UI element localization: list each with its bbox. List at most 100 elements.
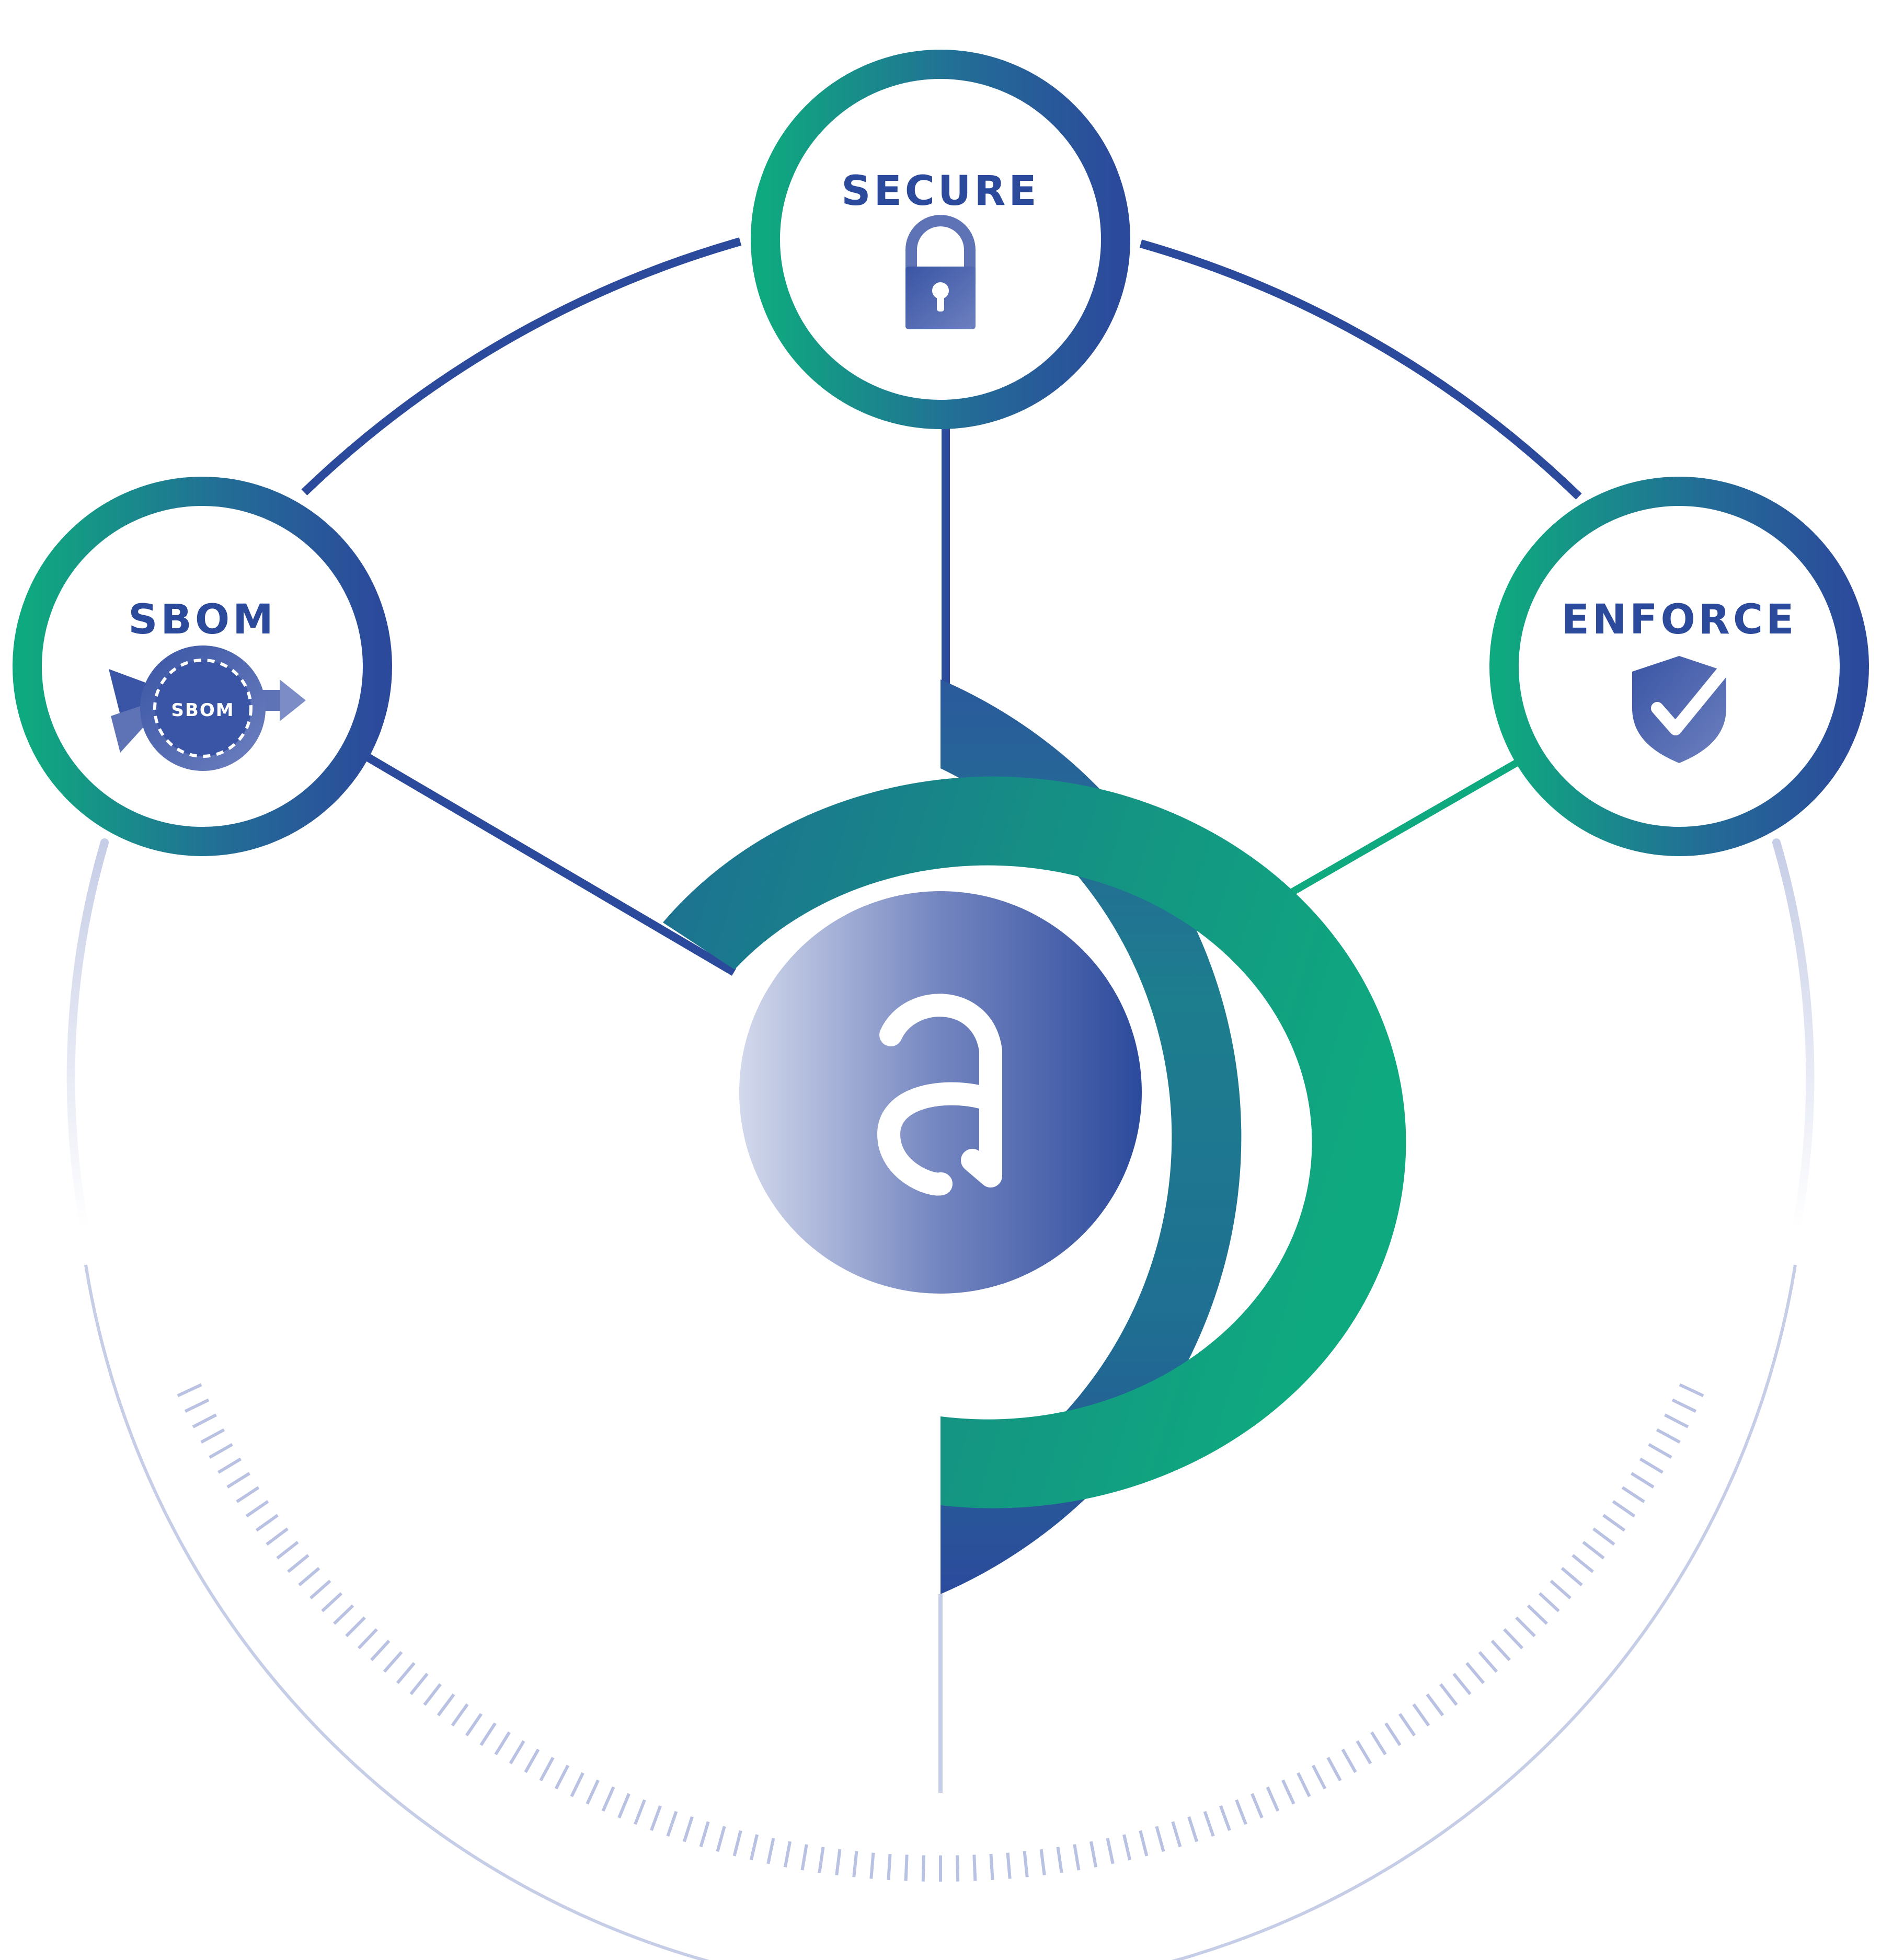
tick-mark: [383, 1651, 403, 1673]
tick-mark: [370, 1640, 391, 1662]
tick-mark: [1478, 1651, 1498, 1673]
tick-mark: [1527, 1604, 1548, 1625]
tick-mark: [1582, 1541, 1605, 1560]
tick-mark: [1602, 1514, 1626, 1532]
tick-mark: [276, 1541, 299, 1560]
tick-mark: [409, 1673, 429, 1696]
tick-mark: [650, 1805, 662, 1831]
sbom-gear-icon: SBOM: [109, 645, 306, 771]
tick-mark: [1297, 1772, 1311, 1797]
tick-mark: [423, 1683, 442, 1706]
tick-mark: [1503, 1628, 1524, 1650]
tick-mark: [357, 1628, 378, 1650]
shield-check-icon: [1632, 656, 1729, 763]
tick-mark: [1281, 1779, 1295, 1805]
tick-mark: [749, 1834, 759, 1861]
tick-mark: [1572, 1554, 1594, 1573]
tick-mark: [479, 1722, 497, 1746]
tick-mark: [1679, 1383, 1704, 1398]
node-sbom-label: SBOM: [128, 596, 277, 643]
tick-mark: [1671, 1398, 1697, 1413]
tick-mark: [437, 1693, 455, 1716]
tick-mark: [396, 1662, 416, 1684]
tick-mark: [766, 1838, 775, 1864]
tick-mark: [1384, 1722, 1402, 1746]
tick-mark: [732, 1830, 742, 1857]
tick-mark: [921, 1855, 925, 1882]
outer-ring-right-fade: [1772, 838, 1815, 1232]
tick-mark: [1398, 1713, 1416, 1737]
tick-mark: [835, 1849, 842, 1876]
tick-mark: [666, 1811, 678, 1837]
connector-arc-secure-enforce: [1139, 239, 1582, 500]
outer-ring-bottom: [84, 1264, 1797, 1960]
tick-mark: [1139, 1830, 1149, 1857]
node-enforce[interactable]: ENFORCE: [1489, 477, 1869, 856]
tick-mark: [1439, 1683, 1458, 1706]
tick-mark: [1426, 1693, 1444, 1716]
tick-mark: [1235, 1799, 1247, 1825]
tick-mark: [226, 1472, 250, 1489]
anchore-logo-icon: a: [877, 994, 1002, 1196]
lock-icon: [905, 215, 976, 329]
tick-mark: [177, 1383, 202, 1398]
tick-mark: [309, 1579, 331, 1600]
node-sbom[interactable]: SBOM SBOM: [13, 477, 392, 856]
tick-mark: [1621, 1486, 1645, 1503]
tick-mark: [1612, 1500, 1636, 1518]
tick-mark: [1341, 1748, 1357, 1773]
tick-mark: [1251, 1793, 1264, 1819]
tick-mark: [1515, 1616, 1536, 1638]
tick-mark: [200, 1428, 225, 1444]
tick-mark: [972, 1854, 977, 1881]
tick-mark: [217, 1457, 242, 1474]
tick-mark: [1656, 1428, 1681, 1444]
tick-mark: [184, 1398, 210, 1413]
tick-mark: [869, 1852, 875, 1879]
tick-mark: [1187, 1816, 1199, 1842]
node-enforce-label: ENFORCE: [1562, 596, 1797, 643]
tick-mark: [1073, 1844, 1081, 1871]
tick-mark: [245, 1500, 269, 1518]
node-secure-label: SECURE: [841, 168, 1039, 215]
tick-mark: [1538, 1592, 1560, 1612]
tick-mark: [1490, 1640, 1511, 1662]
tick-mark: [818, 1847, 825, 1873]
tick-mark: [539, 1757, 555, 1782]
tick-mark: [1639, 1457, 1664, 1474]
tick-mark: [617, 1793, 630, 1819]
tick-mark: [1311, 1765, 1327, 1790]
tick-mark: [266, 1527, 289, 1546]
tick-mark: [1592, 1527, 1615, 1546]
tick-mark: [236, 1486, 260, 1503]
tick-mark: [800, 1844, 808, 1871]
tick-mark: [1219, 1805, 1231, 1831]
node-secure[interactable]: SECURE: [751, 50, 1130, 429]
tick-mark: [465, 1713, 483, 1737]
spoke-sbom: [364, 753, 737, 976]
tick-mark: [192, 1413, 217, 1428]
tick-mark: [1326, 1757, 1342, 1782]
outer-ring-left-fade: [66, 838, 109, 1232]
tick-mark: [1089, 1841, 1098, 1867]
tick-mark: [716, 1826, 726, 1852]
tick-mark: [1056, 1847, 1063, 1873]
tick-mark: [209, 1443, 233, 1459]
sbom-badge-text: SBOM: [171, 700, 234, 721]
tick-mark: [1561, 1567, 1583, 1586]
tick-mark: [1631, 1472, 1655, 1489]
tick-mark: [1122, 1834, 1132, 1861]
tick-mark: [494, 1731, 511, 1756]
connector-arc-sbom-secure: [301, 237, 742, 495]
tick-mark: [601, 1786, 615, 1812]
tick-mark: [1550, 1579, 1572, 1600]
tick-mark: [989, 1853, 994, 1881]
tick-mark: [524, 1748, 540, 1773]
tick-mark: [1006, 1852, 1012, 1879]
tick-mark: [1023, 1851, 1029, 1877]
tick-mark: [1356, 1740, 1372, 1765]
tick-mark: [682, 1816, 694, 1842]
tick-mark: [1039, 1849, 1046, 1876]
tick-mark: [255, 1514, 279, 1532]
